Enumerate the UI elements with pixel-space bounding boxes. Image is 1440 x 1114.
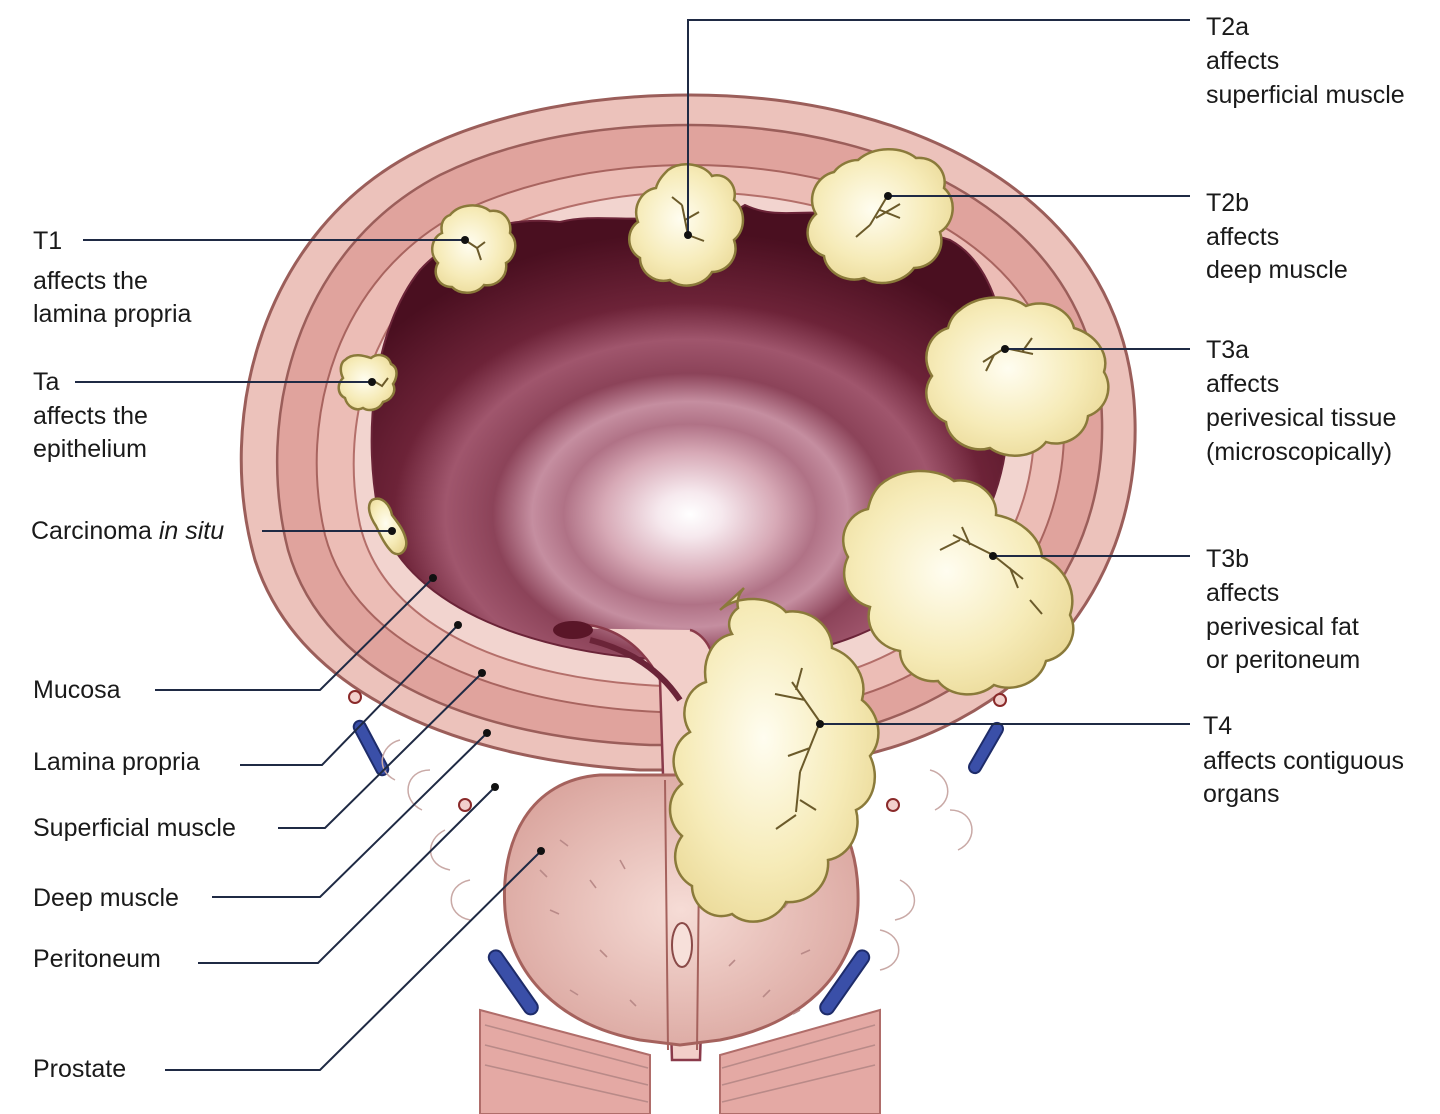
label-cis-prefix: Carcinoma bbox=[31, 517, 159, 545]
label-t1-line1: affects the bbox=[33, 267, 148, 295]
label-t3a-line2: perivesical tissue bbox=[1206, 404, 1396, 432]
label-superficial-muscle: Superficial muscle bbox=[33, 814, 236, 842]
artery-right bbox=[993, 693, 1007, 707]
label-t3b-code: T3b bbox=[1206, 545, 1249, 573]
prostate-texture bbox=[539, 839, 821, 1015]
label-cis: Carcinoma in situ bbox=[31, 517, 224, 545]
label-peritoneum: Peritoneum bbox=[33, 945, 161, 973]
vessel-right-upper bbox=[968, 721, 1004, 775]
pelvic-floor-right bbox=[719, 1008, 881, 1114]
pelvic-floor-left bbox=[479, 1008, 651, 1114]
label-ta-line1: affects the bbox=[33, 402, 148, 430]
label-t2a-line2: superficial muscle bbox=[1206, 81, 1405, 109]
leader-lines bbox=[75, 19, 1190, 1071]
tumors bbox=[337, 148, 1110, 923]
label-t2a-line1: affects bbox=[1206, 47, 1279, 75]
label-t1-code: T1 bbox=[33, 227, 62, 255]
label-t2b-line1: affects bbox=[1206, 223, 1279, 251]
pelvic-floor-striations bbox=[484, 1024, 876, 1103]
label-ta-line2: epithelium bbox=[33, 435, 147, 463]
tumor-t3a bbox=[925, 296, 1110, 457]
vessel-left-lower bbox=[487, 949, 539, 1016]
label-lamina-propria: Lamina propria bbox=[33, 748, 200, 776]
verumontanum bbox=[671, 922, 693, 968]
left-labels: T1 affects the lamina propria Ta affects… bbox=[31, 227, 236, 1083]
label-t4-line1: affects contiguous bbox=[1203, 747, 1404, 775]
label-t3a-line3: (microscopically) bbox=[1206, 438, 1392, 466]
right-labels: T2a affects superficial muscle T2b affec… bbox=[1203, 13, 1405, 808]
label-deep-muscle: Deep muscle bbox=[33, 884, 179, 912]
label-t4-line2: organs bbox=[1203, 780, 1279, 808]
ureteric-orifice bbox=[553, 621, 593, 639]
label-t2b-line2: deep muscle bbox=[1206, 256, 1348, 284]
artery-left-lower bbox=[458, 798, 472, 812]
artery-right-lower bbox=[886, 798, 900, 812]
label-t2a-code: T2a bbox=[1206, 13, 1249, 41]
vessel-left-upper bbox=[352, 719, 390, 777]
label-cis-italic: in situ bbox=[159, 517, 224, 545]
label-t3a-code: T3a bbox=[1206, 336, 1249, 364]
label-t1-line2: lamina propria bbox=[33, 300, 192, 328]
label-t3b-line1: affects bbox=[1206, 579, 1279, 607]
label-t2b-code: T2b bbox=[1206, 189, 1249, 217]
label-t3b-line2: perivesical fat bbox=[1206, 613, 1359, 641]
label-mucosa: Mucosa bbox=[33, 676, 121, 704]
label-t3b-line3: or peritoneum bbox=[1206, 646, 1360, 674]
tumor-t4 bbox=[668, 587, 880, 923]
label-ta-code: Ta bbox=[33, 368, 60, 396]
perivesical-fat bbox=[381, 739, 973, 971]
label-t4-code: T4 bbox=[1203, 712, 1232, 740]
tumor-veins bbox=[371, 194, 1043, 830]
label-t3a-line1: affects bbox=[1206, 370, 1279, 398]
tumor-t3b bbox=[842, 469, 1075, 696]
label-prostate: Prostate bbox=[33, 1055, 126, 1083]
vessel-right-lower bbox=[819, 949, 871, 1016]
tumor-cis bbox=[367, 497, 408, 556]
ureter-groove bbox=[589, 637, 683, 702]
artery-left bbox=[348, 690, 362, 704]
